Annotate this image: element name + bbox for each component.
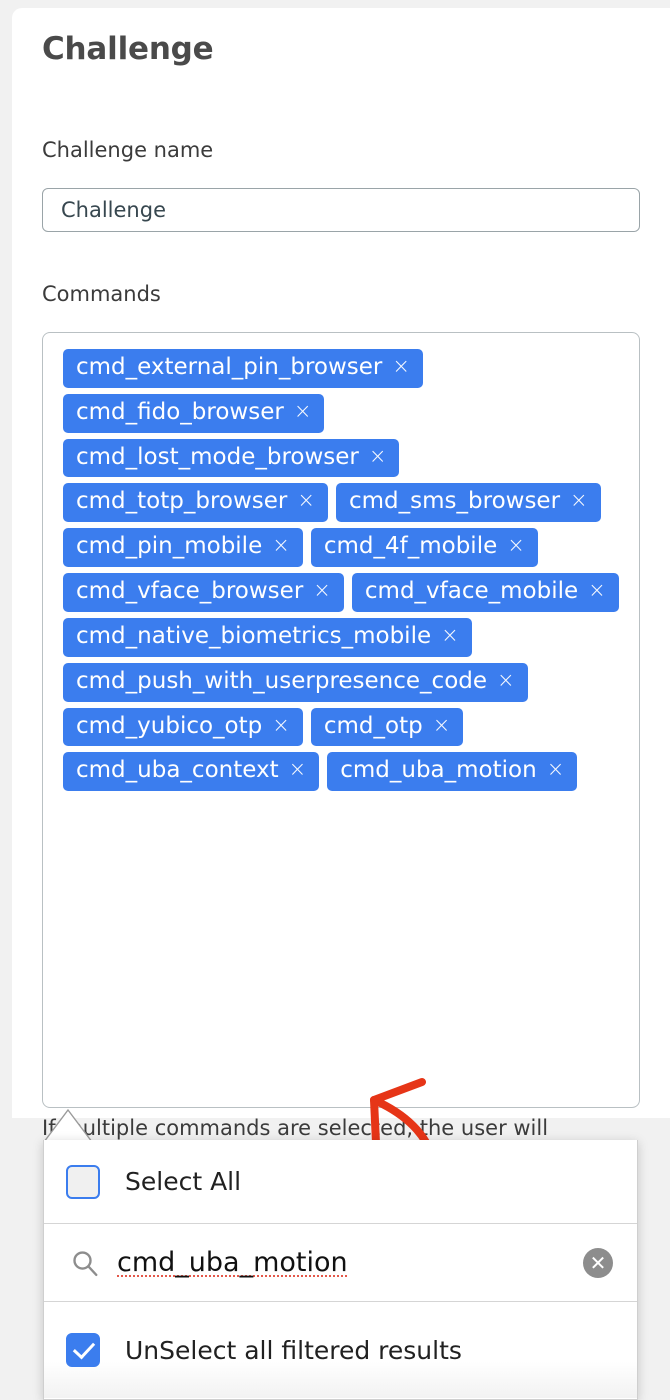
command-chip-label: cmd_fido_browser: [76, 398, 284, 425]
command-chip[interactable]: cmd_sms_browser ×: [336, 483, 601, 523]
commands-helper-text: If multiple commands are selected, the u…: [42, 1116, 549, 1140]
commands-dropdown-panel[interactable]: Select All cmd_uba_motion ✕ UnSelect all…: [43, 1140, 638, 1400]
commands-chip-list: cmd_external_pin_browser×cmd_fido_browse…: [63, 349, 631, 792]
command-chip[interactable]: cmd_totp_browser ×: [63, 483, 328, 523]
command-chip-label: cmd_native_biometrics_mobile: [76, 622, 432, 649]
challenge-card: Challenge Challenge name Commands cmd_ex…: [12, 8, 670, 1140]
command-chip-label: cmd_yubico_otp: [76, 712, 263, 739]
command-chip[interactable]: cmd_native_biometrics_mobile ×: [63, 617, 472, 657]
challenge-name-input[interactable]: [42, 188, 640, 232]
remove-chip-icon[interactable]: ×: [588, 578, 606, 603]
command-chip-label: cmd_otp: [323, 712, 423, 739]
challenge-name-label: Challenge name: [42, 138, 214, 162]
dropdown-unselect-filtered-row[interactable]: UnSelect all filtered results: [44, 1302, 637, 1398]
commands-multiselect-box[interactable]: cmd_external_pin_browser×cmd_fido_browse…: [42, 332, 640, 1108]
command-chip-label: cmd_lost_mode_browser: [76, 443, 359, 470]
command-chip[interactable]: cmd_lost_mode_browser ×: [63, 438, 400, 478]
select-all-checkbox[interactable]: [66, 1164, 100, 1199]
remove-chip-icon[interactable]: ×: [293, 398, 312, 423]
command-chip-label: cmd_sms_browser: [349, 488, 561, 515]
command-chip[interactable]: cmd_push_with_userpresence_code ×: [63, 662, 528, 702]
dropdown-search-input[interactable]: cmd_uba_motion: [117, 1247, 348, 1278]
command-chip[interactable]: cmd_vface_browser ×: [63, 573, 344, 612]
remove-chip-icon[interactable]: ×: [432, 712, 451, 737]
remove-chip-icon[interactable]: ×: [368, 443, 387, 468]
command-chip[interactable]: cmd_external_pin_browser ×: [63, 349, 423, 388]
command-chip-label: cmd_pin_mobile: [76, 533, 263, 560]
dropdown-caret-icon: [43, 1108, 93, 1145]
commands-label: Commands: [42, 282, 161, 306]
remove-chip-icon[interactable]: ×: [313, 578, 331, 603]
remove-chip-icon[interactable]: ×: [392, 353, 410, 378]
remove-chip-icon[interactable]: ×: [288, 757, 307, 782]
dropdown-search-row[interactable]: cmd_uba_motion ✕: [44, 1224, 637, 1302]
command-chip-label: cmd_totp_browser: [76, 488, 288, 515]
command-chip-label: cmd_vface_mobile: [364, 578, 579, 605]
command-chip[interactable]: cmd_pin_mobile ×: [63, 528, 303, 568]
clear-search-icon[interactable]: ✕: [583, 1247, 613, 1278]
unselect-filtered-checkbox[interactable]: [66, 1333, 100, 1367]
command-chip-label: cmd_external_pin_browser: [76, 354, 383, 380]
command-chip-label: cmd_4f_mobile: [323, 533, 498, 560]
remove-chip-icon[interactable]: ×: [570, 488, 588, 513]
command-chip-label: cmd_uba_context: [76, 757, 279, 784]
remove-chip-icon[interactable]: ×: [297, 488, 315, 513]
remove-chip-icon[interactable]: ×: [272, 712, 290, 737]
remove-chip-icon[interactable]: ×: [507, 533, 525, 558]
remove-chip-icon[interactable]: ×: [441, 622, 459, 647]
command-chip[interactable]: cmd_uba_context ×: [63, 752, 320, 792]
dropdown-select-all-row[interactable]: Select All: [44, 1140, 637, 1224]
command-chip[interactable]: cmd_4f_mobile ×: [310, 528, 538, 568]
command-chip[interactable]: cmd_fido_browser ×: [63, 393, 325, 433]
page-title: Challenge: [42, 31, 214, 67]
command-chip-label: cmd_push_with_userpresence_code: [76, 667, 488, 694]
select-all-label: Select All: [125, 1167, 242, 1196]
command-chip-label: cmd_uba_motion: [340, 757, 537, 784]
remove-chip-icon[interactable]: ×: [272, 533, 290, 558]
command-chip[interactable]: cmd_uba_motion ×: [327, 752, 578, 792]
command-chip[interactable]: cmd_yubico_otp ×: [63, 707, 303, 747]
unselect-filtered-label: UnSelect all filtered results: [125, 1335, 462, 1365]
search-icon: [73, 1250, 98, 1276]
command-chip-label: cmd_vface_browser: [76, 578, 304, 605]
command-chip[interactable]: cmd_otp ×: [310, 707, 464, 747]
remove-chip-icon[interactable]: ×: [497, 667, 515, 692]
remove-chip-icon[interactable]: ×: [546, 757, 565, 782]
command-chip[interactable]: cmd_vface_mobile ×: [351, 573, 619, 612]
